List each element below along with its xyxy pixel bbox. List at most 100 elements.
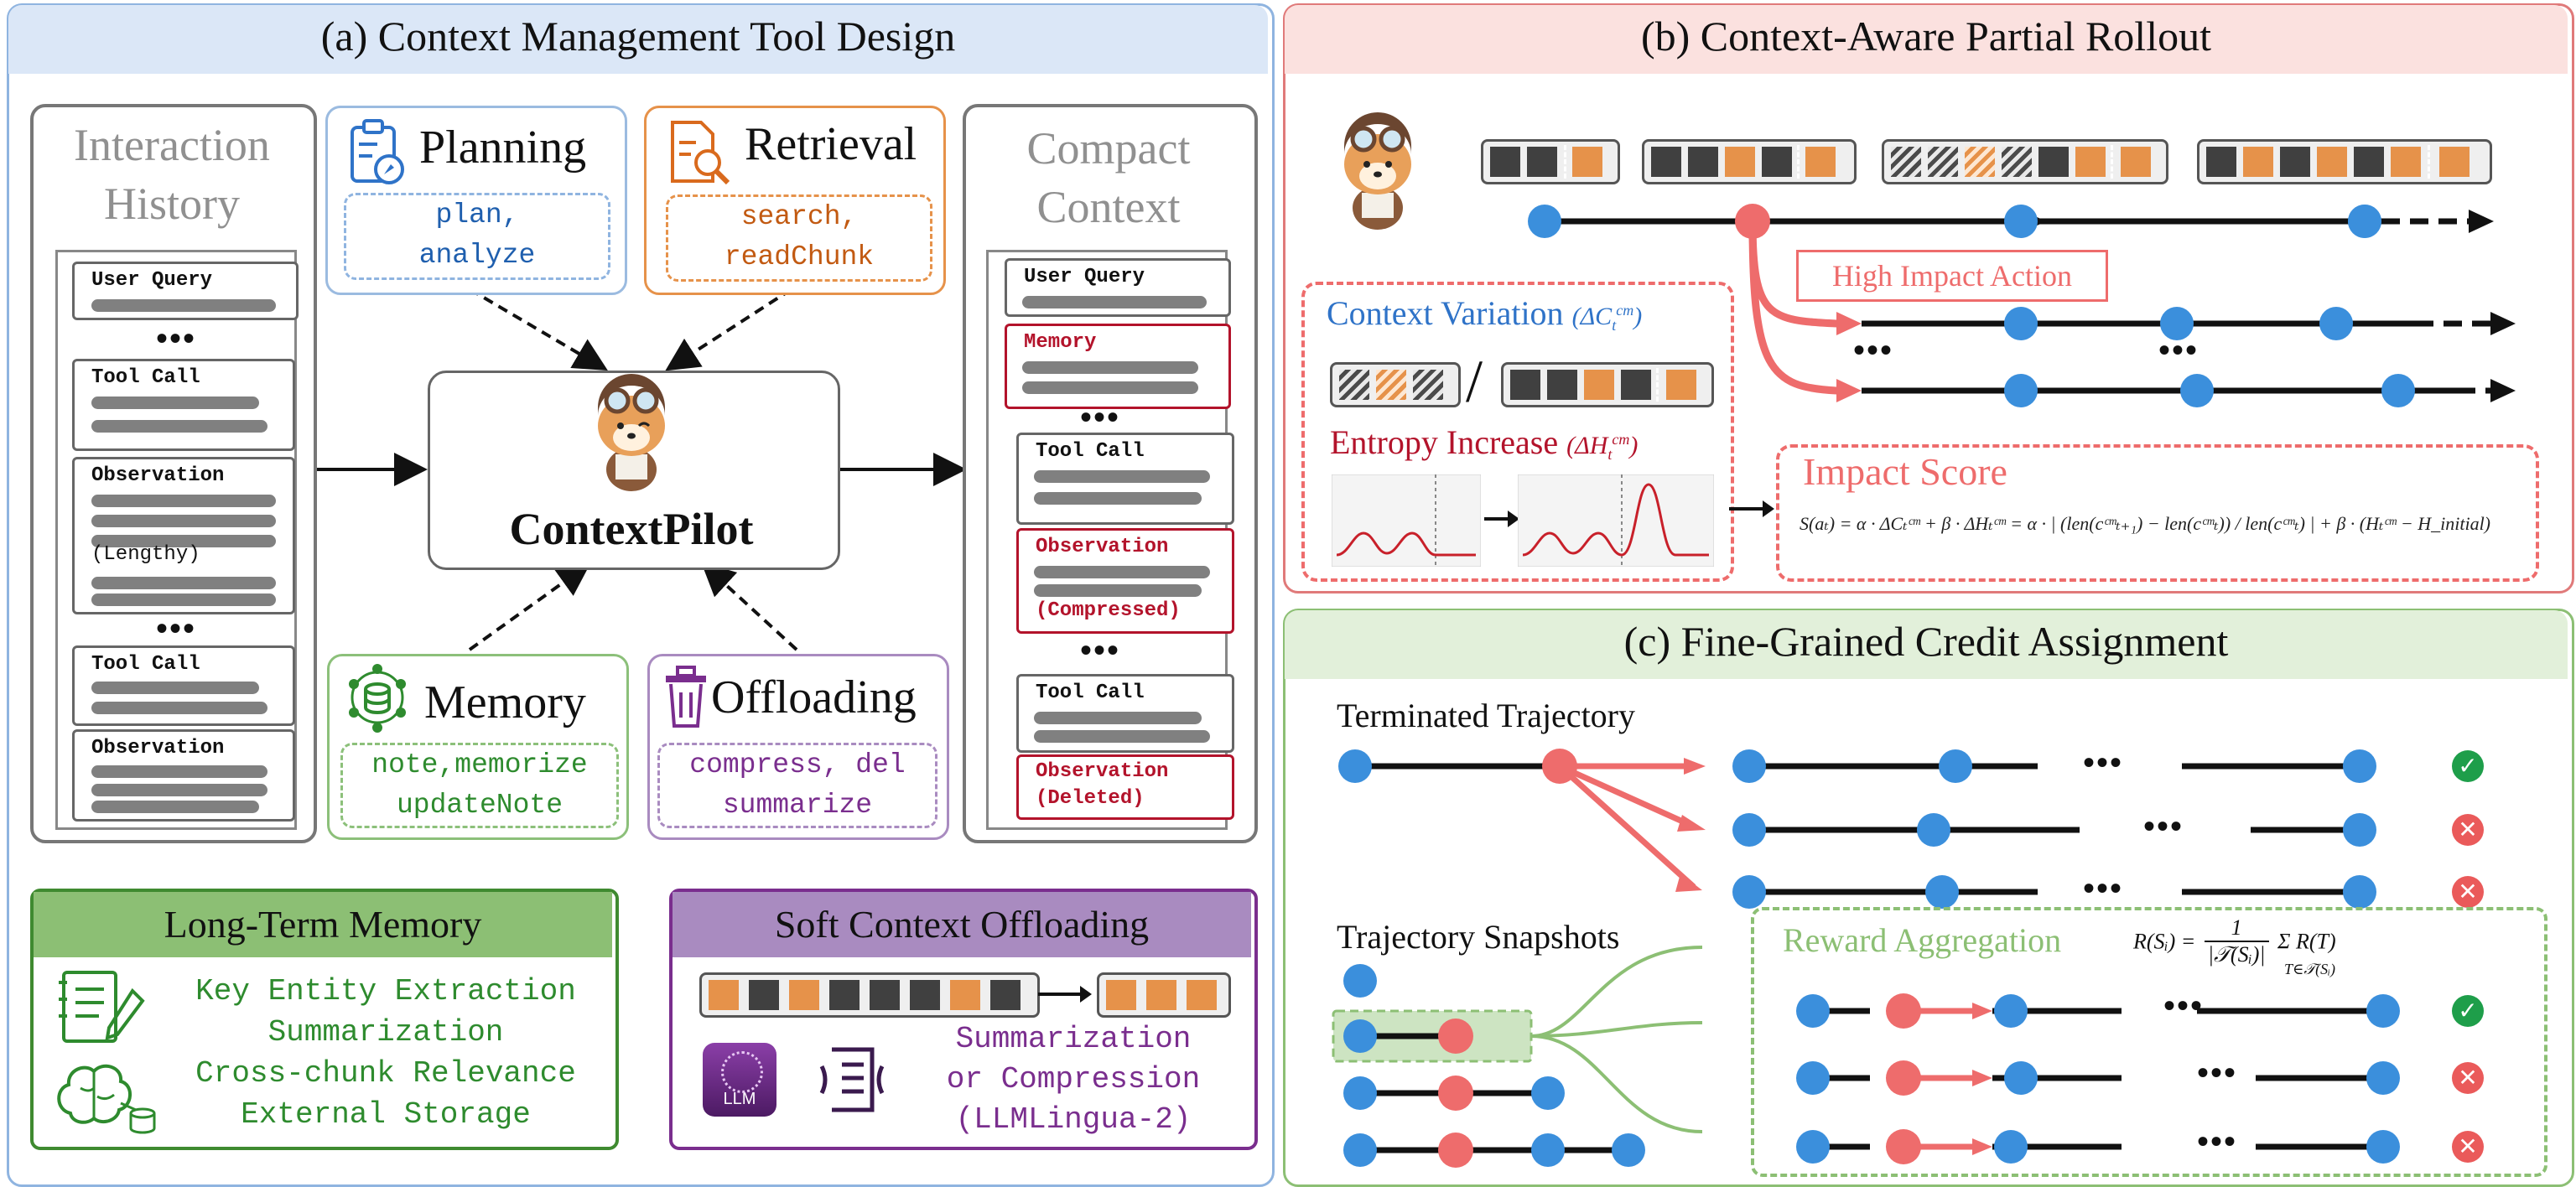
token bbox=[2439, 147, 2470, 177]
step-marker bbox=[1656, 368, 1659, 402]
long-term-memory-header: Long-Term Memory bbox=[34, 892, 612, 957]
token bbox=[2391, 147, 2421, 177]
impact-score-title: Impact Score bbox=[1803, 450, 2007, 493]
cc-card-tool-call: Tool Call bbox=[1016, 433, 1234, 525]
tool-planning-ops: plan, analyze bbox=[344, 193, 610, 280]
main-line-node-4 bbox=[2348, 205, 2381, 238]
main-line-dashed-end bbox=[2381, 210, 2494, 233]
soft-offloading-seq-short bbox=[1097, 972, 1231, 1018]
ltm-item: Cross-chunk Relevance bbox=[195, 1056, 576, 1091]
token bbox=[1891, 147, 1921, 177]
ih-card-label: Observation bbox=[91, 464, 225, 487]
token bbox=[2280, 147, 2310, 177]
ih-card-observation-lengthy: Observation (Lengthy) bbox=[72, 457, 295, 614]
token bbox=[1547, 370, 1577, 400]
token bbox=[2206, 147, 2236, 177]
text-line bbox=[1034, 470, 1210, 483]
seq-3 bbox=[1882, 139, 2168, 184]
ih-card-observation-2: Observation bbox=[72, 729, 295, 822]
reward-aggregation-title: Reward Aggregation bbox=[1783, 921, 2062, 959]
panel-a-title: (a) Context Management Tool Design bbox=[320, 13, 956, 60]
compact-context-title-text: Compact Context bbox=[1026, 123, 1191, 232]
text-line bbox=[91, 495, 276, 507]
cc-card-label: Memory bbox=[1024, 331, 1097, 354]
step-marker bbox=[1797, 145, 1800, 179]
aggregation-fail-2: ✕ bbox=[2452, 1131, 2484, 1163]
cc-ellipsis-1: ••• bbox=[1080, 398, 1121, 436]
tool-op: readChunk bbox=[724, 241, 875, 272]
database-network-icon bbox=[349, 664, 406, 733]
ih-ellipsis-1: ••• bbox=[156, 319, 197, 357]
step-marker bbox=[1564, 145, 1566, 179]
ih-ellipsis-2: ••• bbox=[156, 609, 197, 647]
result-fail-2: ✕ bbox=[2452, 876, 2484, 908]
token bbox=[1965, 147, 1995, 177]
token bbox=[1490, 147, 1520, 177]
terminated-trajectory-label: Terminated Trajectory bbox=[1337, 697, 1635, 734]
result-ok-1: ✓ bbox=[2452, 750, 2484, 782]
text-line bbox=[1034, 492, 1202, 505]
token bbox=[2317, 147, 2347, 177]
terminated-ellipsis-2: ••• bbox=[2143, 807, 2184, 845]
tool-op: updateNote bbox=[396, 790, 564, 821]
token bbox=[870, 980, 900, 1010]
aggregation-fail-1: ✕ bbox=[2452, 1062, 2484, 1094]
brain-storage-icon bbox=[57, 1064, 156, 1134]
token bbox=[1413, 370, 1443, 400]
rollout-ellipsis: ••• bbox=[1853, 331, 1894, 369]
seq-4 bbox=[2197, 139, 2492, 184]
tool-planning-title: Planning bbox=[419, 122, 587, 174]
cc-deleted-label: (Deleted) bbox=[1036, 787, 1145, 810]
tool-retrieval-ops: search, readChunk bbox=[666, 194, 932, 282]
token bbox=[1621, 370, 1651, 400]
trajectory-snapshots-label: Trajectory Snapshots bbox=[1337, 918, 1620, 956]
impact-score-box bbox=[1776, 444, 2539, 582]
panel-b-header bbox=[1285, 5, 2568, 74]
notebook-pencil-icon bbox=[59, 971, 145, 1043]
panel-c-header bbox=[1285, 610, 2568, 679]
token bbox=[1510, 370, 1540, 400]
soft-offloading-header: Soft Context Offloading bbox=[673, 892, 1251, 957]
cc-card-label: Tool Call bbox=[1036, 682, 1145, 704]
seq-2 bbox=[1642, 139, 1857, 184]
tool-op: summarize bbox=[722, 790, 873, 821]
token bbox=[1339, 370, 1369, 400]
token bbox=[1146, 980, 1176, 1010]
text-line bbox=[91, 397, 259, 409]
entropy-increase-text: Entropy Increase bbox=[1330, 423, 1559, 461]
token bbox=[1584, 370, 1614, 400]
seq-1 bbox=[1481, 139, 1620, 184]
token bbox=[950, 980, 980, 1010]
tool-offloading bbox=[647, 654, 949, 840]
cc-card-label: Tool Call bbox=[1036, 440, 1145, 463]
long-term-memory-items: Key Entity Extraction Summarization Cros… bbox=[168, 971, 604, 1135]
rollout-ellipsis-2: ••• bbox=[2158, 331, 2199, 369]
tool-retrieval bbox=[644, 106, 946, 295]
entropy-symbol: (ΔHtcm) bbox=[1566, 431, 1639, 463]
tool-op: compress, del bbox=[689, 749, 906, 780]
reward-aggregation-box bbox=[1751, 907, 2547, 1177]
compact-context-title: Compact Context bbox=[966, 119, 1251, 236]
tool-retrieval-title: Retrieval bbox=[745, 118, 917, 170]
text-line bbox=[91, 702, 267, 714]
token bbox=[990, 980, 1021, 1010]
ltm-item: Key Entity Extraction bbox=[195, 974, 576, 1008]
tool-planning bbox=[325, 106, 627, 295]
text-line bbox=[91, 682, 259, 694]
ih-card-label: Tool Call bbox=[91, 653, 200, 676]
ih-card-user-query: User Query bbox=[72, 262, 299, 320]
text-line bbox=[91, 420, 267, 433]
token bbox=[829, 980, 860, 1010]
tool-op: plan, bbox=[435, 200, 519, 231]
reward-formula: R(Sᵢ) = 1 |𝒯(Sᵢ)| Σ R(T) T∈𝒯(Sᵢ) bbox=[2133, 915, 2336, 977]
result-fail-1: ✕ bbox=[2452, 814, 2484, 846]
context-variation-label: Context Variation (ΔCtcm) bbox=[1327, 293, 1642, 334]
text-line bbox=[91, 577, 276, 589]
tool-op: analyze bbox=[418, 240, 536, 271]
ih-card-tool-call: Tool Call bbox=[72, 359, 295, 451]
cc-card-observation-compressed: Observation (Compressed) bbox=[1016, 528, 1234, 634]
text-line bbox=[91, 784, 267, 796]
token bbox=[1928, 147, 1958, 177]
soft-item: or Compression bbox=[946, 1062, 1201, 1096]
panel-b-title: (b) Context-Aware Partial Rollout bbox=[1641, 13, 2211, 60]
